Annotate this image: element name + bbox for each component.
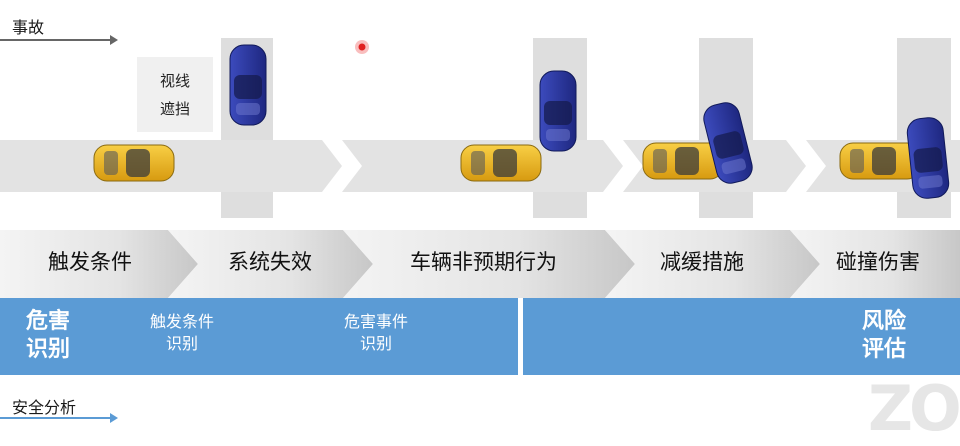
blue-car-4: [906, 117, 950, 199]
trigger-identification-line-2: 识别: [166, 334, 199, 353]
chevron-4: [605, 230, 820, 298]
step-trigger-condition: 触发条件: [48, 250, 132, 274]
occlusion-line-2: 遮挡: [159, 100, 190, 118]
yellow-car-2: [460, 144, 542, 182]
trigger-identification: 触发条件 识别: [150, 311, 214, 355]
blue-car-1: [229, 44, 267, 126]
band-divider: [518, 298, 523, 375]
analysis-band: [0, 298, 960, 375]
hazard-event-identification-line-2: 识别: [360, 334, 393, 353]
chevron-5: [790, 230, 960, 298]
safety-analysis-label: 安全分析: [12, 398, 77, 417]
blue-car-3: [703, 102, 753, 184]
top-arrow: [0, 35, 118, 45]
chevron-3: [343, 230, 635, 298]
accident-label: 事故: [12, 18, 45, 37]
line-of-sight-blocked-box: 视线 遮挡: [137, 57, 213, 132]
hazard-event-identification-line-1: 危害事件: [344, 312, 409, 331]
step-collision-harm: 碰撞伤害: [836, 250, 920, 274]
yellow-car-4: [839, 142, 921, 180]
chevron-2: [168, 230, 373, 298]
blue-car-2: [539, 70, 577, 152]
risk-evaluation: 风险 评估: [862, 308, 906, 364]
yellow-car-1: [93, 144, 175, 182]
risk-evaluation-line-1: 风险: [862, 309, 907, 334]
step-mitigation: 减缓措施: [660, 250, 744, 274]
occlusion-line-1: 视线: [159, 72, 190, 90]
watermark-logo: ZO: [868, 372, 960, 445]
hazard-identification-line-1: 危害: [26, 309, 71, 334]
chevron-1: [0, 230, 198, 298]
process-chevrons: [0, 230, 960, 298]
step-unexpected-behavior: 车辆非预期行为: [410, 250, 557, 274]
step-system-failure: 系统失效: [228, 250, 312, 274]
bottom-arrow: [0, 413, 118, 423]
hazard-event-identification: 危害事件 识别: [344, 311, 408, 355]
hazard-identification: 危害 识别: [26, 308, 70, 364]
trigger-identification-line-1: 触发条件: [150, 312, 215, 331]
marker-dot: [355, 40, 369, 54]
risk-evaluation-line-2: 评估: [862, 337, 907, 362]
hazard-identification-line-2: 识别: [26, 337, 71, 362]
